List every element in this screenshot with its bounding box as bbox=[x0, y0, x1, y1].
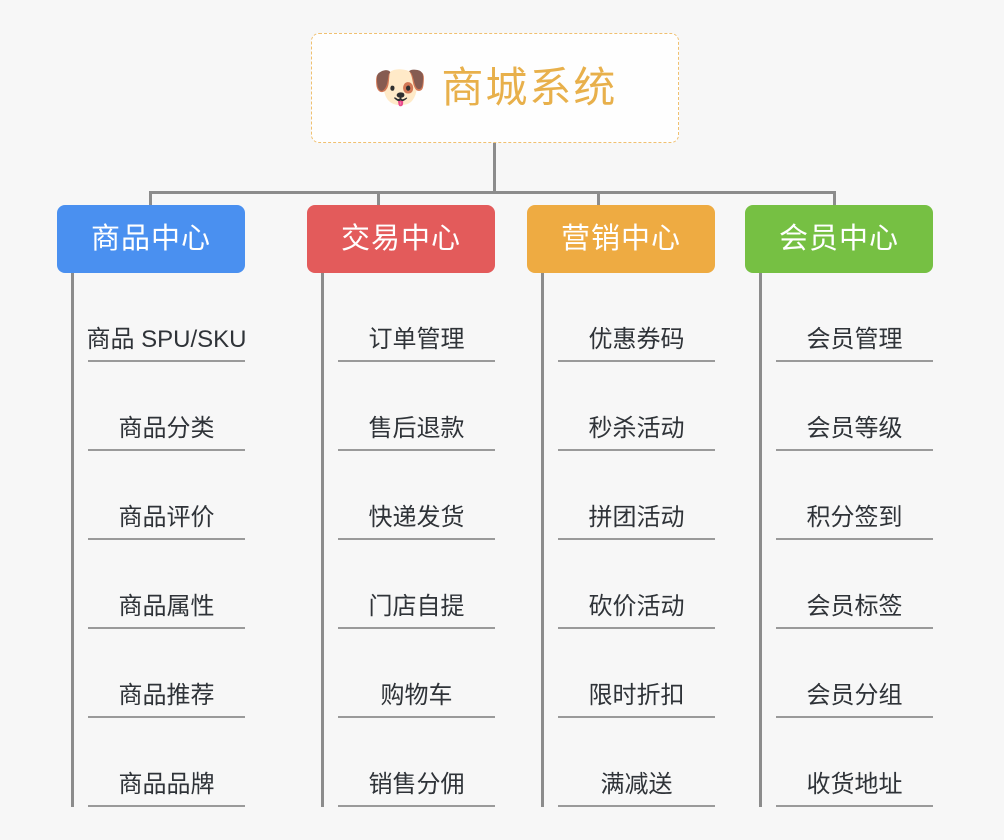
leaf-label: 销售分佣 bbox=[368, 771, 465, 799]
leaf-item[interactable]: 积分签到 bbox=[776, 451, 933, 540]
leaf-item[interactable]: 商品分类 bbox=[88, 362, 245, 451]
leaf-item[interactable]: 砍价活动 bbox=[558, 540, 715, 629]
leaf-item[interactable]: 会员管理 bbox=[776, 273, 933, 362]
leaf-item[interactable]: 快递发货 bbox=[338, 451, 495, 540]
category-box-1[interactable]: 商品中心 bbox=[57, 205, 245, 273]
category-label: 营销中心 bbox=[560, 222, 681, 255]
leaf-label: 积分签到 bbox=[806, 504, 903, 532]
branch-column-3: 营销中心优惠券码秒杀活动拼团活动砍价活动限时折扣满减送 bbox=[527, 205, 715, 807]
leaf-item[interactable]: 会员分组 bbox=[776, 629, 933, 718]
leaf-label: 售后退款 bbox=[368, 415, 465, 443]
leaf-list-1: 商品 SPU/SKU 商品分类商品评价商品属性商品推荐商品品牌 bbox=[71, 273, 247, 807]
leaf-label: 收货地址 bbox=[806, 771, 903, 799]
leaf-item[interactable]: 商品品牌 bbox=[88, 718, 245, 807]
category-label: 交易中心 bbox=[340, 222, 461, 255]
leaf-label: 购物车 bbox=[380, 682, 453, 710]
leaf-item[interactable]: 优惠券码 bbox=[558, 273, 715, 362]
leaf-label: 商品推荐 bbox=[118, 682, 215, 710]
leaf-label: 限时折扣 bbox=[588, 682, 685, 710]
connector-bus bbox=[149, 191, 836, 194]
leaf-label: 满减送 bbox=[600, 771, 673, 799]
leaf-item[interactable]: 限时折扣 bbox=[558, 629, 715, 718]
leaf-label: 会员管理 bbox=[806, 326, 903, 354]
connector-drop-2 bbox=[377, 191, 380, 207]
leaf-item[interactable]: 商品 SPU/SKU bbox=[86, 273, 247, 362]
category-box-4[interactable]: 会员中心 bbox=[745, 205, 933, 273]
category-label: 会员中心 bbox=[778, 222, 899, 255]
category-box-2[interactable]: 交易中心 bbox=[307, 205, 495, 273]
leaf-list-4: 会员管理会员等级积分签到会员标签会员分组收货地址 bbox=[759, 273, 933, 807]
leaf-label: 商品 SPU/SKU bbox=[86, 326, 247, 354]
leaf-item[interactable]: 商品评价 bbox=[88, 451, 245, 540]
leaf-item[interactable]: 会员标签 bbox=[776, 540, 933, 629]
connector-stem bbox=[493, 143, 496, 193]
leaf-list-2: 订单管理售后退款快递发货门店自提购物车销售分佣 bbox=[321, 273, 495, 807]
leaf-label: 优惠券码 bbox=[588, 326, 685, 354]
branch-column-1: 商品中心商品 SPU/SKU 商品分类商品评价商品属性商品推荐商品品牌 bbox=[57, 205, 247, 807]
leaf-item[interactable]: 商品属性 bbox=[88, 540, 245, 629]
leaf-label: 商品评价 bbox=[118, 504, 215, 532]
connector-drop-1 bbox=[149, 191, 152, 207]
leaf-item[interactable]: 收货地址 bbox=[776, 718, 933, 807]
leaf-list-3: 优惠券码秒杀活动拼团活动砍价活动限时折扣满减送 bbox=[541, 273, 715, 807]
leaf-label: 拼团活动 bbox=[588, 504, 685, 532]
leaf-item[interactable]: 满减送 bbox=[558, 718, 715, 807]
leaf-item[interactable]: 售后退款 bbox=[338, 362, 495, 451]
connector-drop-3 bbox=[597, 191, 600, 207]
dog-face-icon: 🐶 bbox=[372, 63, 428, 112]
category-box-3[interactable]: 营销中心 bbox=[527, 205, 715, 273]
leaf-item[interactable]: 会员等级 bbox=[776, 362, 933, 451]
leaf-label: 订单管理 bbox=[368, 326, 465, 354]
leaf-label: 秒杀活动 bbox=[588, 415, 685, 443]
leaf-item[interactable]: 拼团活动 bbox=[558, 451, 715, 540]
leaf-item[interactable]: 门店自提 bbox=[338, 540, 495, 629]
leaf-label: 会员分组 bbox=[806, 682, 903, 710]
leaf-item[interactable]: 秒杀活动 bbox=[558, 362, 715, 451]
connector-drop-4 bbox=[833, 191, 836, 207]
leaf-label: 会员标签 bbox=[806, 593, 903, 621]
category-label: 商品中心 bbox=[90, 222, 211, 255]
leaf-item[interactable]: 销售分佣 bbox=[338, 718, 495, 807]
leaf-item[interactable]: 商品推荐 bbox=[88, 629, 245, 718]
leaf-label: 砍价活动 bbox=[588, 593, 685, 621]
leaf-label: 商品品牌 bbox=[118, 771, 215, 799]
root-title: 商城系统 bbox=[441, 64, 618, 111]
leaf-label: 商品属性 bbox=[118, 593, 215, 621]
root-node[interactable]: 🐶 商城系统 bbox=[311, 33, 679, 143]
leaf-label: 快递发货 bbox=[368, 504, 465, 532]
leaf-item[interactable]: 订单管理 bbox=[338, 273, 495, 362]
leaf-label: 商品分类 bbox=[118, 415, 215, 443]
leaf-item[interactable]: 购物车 bbox=[338, 629, 495, 718]
leaf-label: 会员等级 bbox=[806, 415, 903, 443]
branch-column-2: 交易中心订单管理售后退款快递发货门店自提购物车销售分佣 bbox=[307, 205, 495, 807]
leaf-label: 门店自提 bbox=[368, 593, 465, 621]
branch-column-4: 会员中心会员管理会员等级积分签到会员标签会员分组收货地址 bbox=[745, 205, 933, 807]
